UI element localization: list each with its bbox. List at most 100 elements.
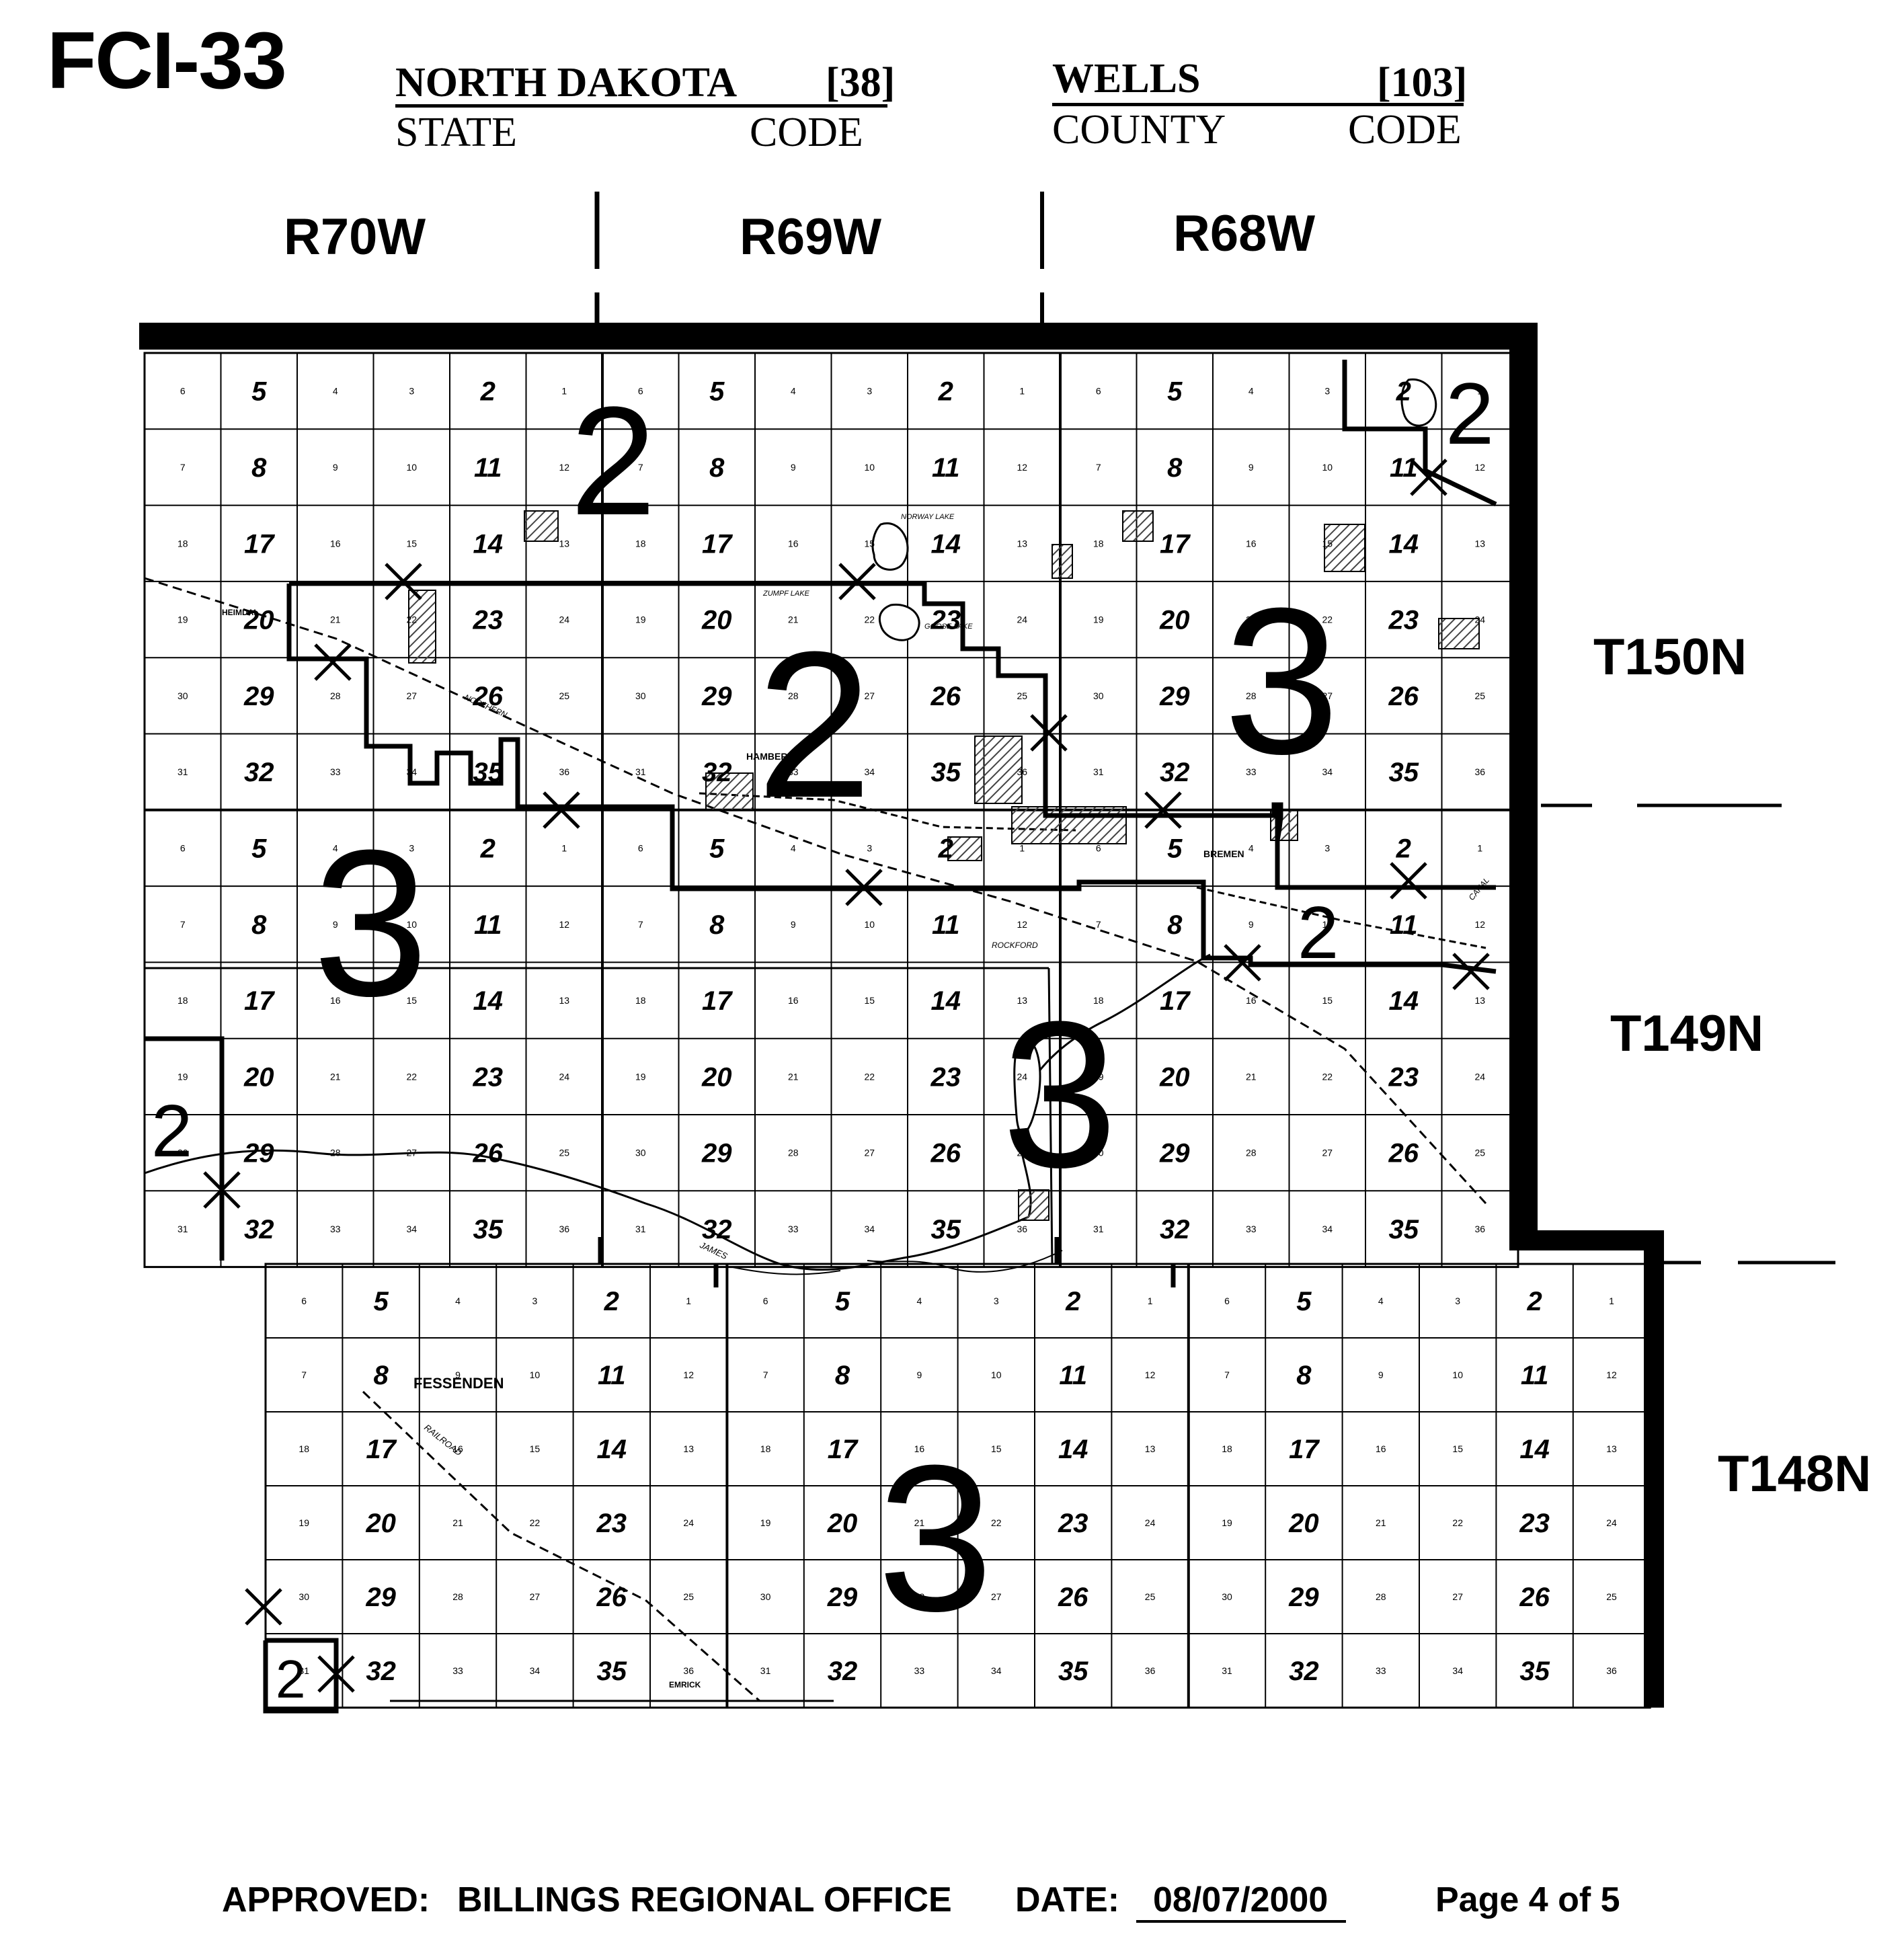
section-number: 18 — [177, 995, 188, 1006]
section-number: 16 — [914, 1443, 925, 1454]
section-number: 32 — [1289, 1657, 1319, 1686]
section-number: 25 — [683, 1591, 694, 1602]
section-number: 2 — [938, 834, 953, 863]
x-marker — [203, 1171, 241, 1209]
section-number: 14 — [1389, 529, 1419, 559]
section-number: 23 — [473, 606, 504, 635]
section-number: 16 — [1376, 1443, 1386, 1454]
section-number: 26 — [1058, 1583, 1088, 1612]
section-number: 4 — [917, 1296, 922, 1306]
section-number: 33 — [1246, 1224, 1257, 1234]
section-number: 26 — [930, 682, 961, 711]
zone-label: 3 — [877, 1421, 993, 1655]
section-number: 19 — [1093, 1071, 1104, 1082]
section-number: 4 — [333, 386, 338, 397]
section-number: 30 — [177, 1148, 188, 1158]
section-number: 7 — [180, 462, 186, 473]
section-number: 22 — [406, 614, 417, 625]
zone-label: 2 — [276, 1649, 306, 1709]
zone-boundary-line — [263, 1638, 339, 1714]
section-number: 3 — [867, 842, 872, 853]
x-marker — [1410, 459, 1447, 496]
section-number: 15 — [1322, 995, 1333, 1006]
section-number: 8 — [251, 910, 267, 940]
section-number: 1 — [1019, 842, 1025, 853]
place-label-bremen: BREMEN — [1203, 848, 1244, 859]
section-number: 36 — [1017, 766, 1027, 777]
section-number: 19 — [177, 614, 188, 625]
zone-label: 2 — [1298, 891, 1339, 974]
section-number: 14 — [597, 1435, 627, 1464]
section-number: 19 — [635, 614, 646, 625]
zone-boundary-line — [145, 1036, 225, 1261]
section-number: 1 — [561, 386, 567, 397]
zone-boundary-line — [286, 584, 1497, 974]
section-number: 6 — [1096, 842, 1101, 853]
section-number: 10 — [864, 462, 875, 473]
section-number: 6 — [180, 386, 186, 397]
section-number: 1 — [1148, 1296, 1153, 1306]
hatched-parcel — [1324, 524, 1365, 572]
section-number: 36 — [1145, 1665, 1156, 1676]
hatched-parcel — [1438, 618, 1480, 649]
section-number: 31 — [1093, 1224, 1104, 1234]
section-number: 8 — [709, 453, 725, 483]
section-number: 36 — [683, 1665, 694, 1676]
section-number: 16 — [1246, 538, 1257, 549]
date-underline — [1136, 1920, 1346, 1923]
section-number: 26 — [1388, 682, 1419, 711]
x-markers — [203, 459, 1490, 1693]
section-number: 3 — [409, 842, 414, 853]
section-number: 31 — [635, 1224, 646, 1234]
section-number: 23 — [596, 1509, 627, 1538]
section-number: 5 — [1167, 377, 1183, 407]
hatched-parcel — [408, 590, 436, 664]
section-number: 10 — [1452, 1369, 1463, 1380]
section-number: 6 — [638, 386, 643, 397]
section-number: 20 — [1159, 1062, 1190, 1092]
x-marker — [543, 791, 580, 829]
river-line — [1017, 953, 1211, 1218]
section-number: 11 — [1390, 910, 1418, 940]
section-number: 22 — [864, 1071, 875, 1082]
section-number: 12 — [1145, 1369, 1156, 1380]
section-number: 13 — [1017, 538, 1027, 549]
zone-boundary-line — [289, 581, 1283, 841]
section-number: 34 — [991, 1665, 1002, 1676]
section-number: 26 — [1519, 1583, 1550, 1612]
section-number: 20 — [1159, 606, 1190, 635]
section-number: 17 — [1160, 529, 1191, 559]
section-number: 5 — [1167, 834, 1183, 863]
section-number: 20 — [365, 1509, 396, 1538]
section-number: 20 — [827, 1509, 858, 1538]
section-number: 33 — [1246, 766, 1257, 777]
section-number: 31 — [1093, 766, 1104, 777]
section-number: 23 — [1388, 1062, 1419, 1092]
section-number: 31 — [177, 766, 188, 777]
section-number: 16 — [788, 538, 799, 549]
state-label: STATE — [395, 110, 518, 155]
section-number: 32 — [828, 1657, 858, 1686]
hatched-parcel — [705, 772, 754, 811]
section-number: 3 — [409, 386, 414, 397]
x-marker — [1224, 944, 1261, 982]
lake-shape — [1013, 1037, 1041, 1134]
section-number: 7 — [638, 462, 643, 473]
county-name: WELLS — [1052, 56, 1201, 102]
section-number: 7 — [1096, 919, 1101, 930]
section-number: 29 — [1159, 682, 1190, 711]
section-number: 22 — [864, 614, 875, 625]
section-number: 15 — [991, 1443, 1002, 1454]
stream-line — [867, 1250, 1063, 1273]
x-marker — [1452, 953, 1490, 990]
section-number: 30 — [635, 690, 646, 701]
section-number: 19 — [1222, 1517, 1232, 1528]
section-number: 13 — [1145, 1443, 1156, 1454]
section-number: 11 — [932, 910, 960, 940]
section-number: 2 — [480, 377, 495, 407]
section-number: 12 — [1474, 919, 1485, 930]
section-number: 29 — [701, 1139, 732, 1168]
section-number: 4 — [455, 1296, 461, 1306]
section-number: 4 — [791, 842, 796, 853]
